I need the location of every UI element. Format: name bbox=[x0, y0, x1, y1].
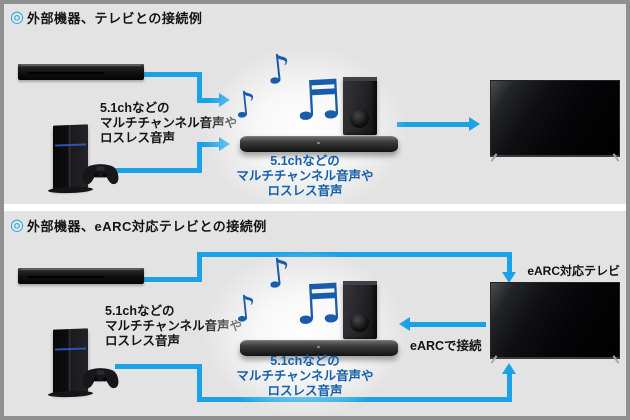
soundbar-audio-line: ロスレス音声 bbox=[267, 384, 343, 398]
arrow-soundbar-to-tv-line bbox=[397, 122, 469, 127]
soundbar bbox=[240, 340, 398, 356]
arrow-ps4-to-tv-line bbox=[197, 364, 202, 402]
arrow-bluray-to-tv-line bbox=[197, 252, 512, 257]
subwoofer bbox=[343, 77, 377, 135]
soundbar-audio-line: マルチチャンネル音声や bbox=[236, 369, 374, 383]
tv bbox=[490, 80, 620, 157]
arrowhead-right-icon bbox=[469, 117, 480, 131]
soundbar-audio-line: 5.1chなどの bbox=[270, 154, 340, 168]
arrowhead-down-icon bbox=[502, 272, 516, 283]
arrow-bluray-to-tv-line bbox=[507, 252, 512, 274]
subwoofer bbox=[343, 281, 377, 339]
arrow-ps4-to-soundbar-line bbox=[115, 168, 202, 173]
arrowhead-up-icon bbox=[502, 363, 516, 374]
source-audio-line: 5.1chなどの bbox=[100, 101, 170, 115]
bluray-player bbox=[18, 268, 144, 284]
section2-heading: ◎ 外部機器、eARC対応テレビとの接続例 bbox=[10, 216, 267, 235]
section1-heading: ◎ 外部機器、テレビとの接続例 bbox=[10, 8, 202, 27]
arrow-tv-to-soundbar-earc-line bbox=[410, 322, 486, 327]
section2-heading-text: 外部機器、eARC対応テレビとの接続例 bbox=[26, 219, 267, 234]
section1-heading-text: 外部機器、テレビとの接続例 bbox=[26, 11, 203, 26]
music-note-icon: ♪ bbox=[263, 249, 294, 299]
soundbar-audio-label: 5.1chなどの マルチチャンネル音声や ロスレス音声 bbox=[216, 354, 394, 399]
music-note-beamed-icon: ♬ bbox=[292, 271, 345, 338]
soundbar-audio-line: 5.1chなどの bbox=[270, 354, 340, 368]
bluray-player bbox=[18, 64, 144, 80]
source-audio-line: 5.1chなどの bbox=[105, 304, 175, 318]
arrow-bluray-to-tv-line bbox=[197, 252, 202, 282]
source-audio-line: ロスレス音声 bbox=[100, 131, 176, 145]
earc-tv bbox=[490, 282, 620, 359]
soundbar-audio-line: ロスレス音声 bbox=[267, 184, 343, 198]
music-note-icon: ♪ bbox=[263, 45, 294, 95]
arrow-ps4-to-tv-line bbox=[507, 374, 512, 402]
music-note-icon: ♪ bbox=[231, 83, 260, 128]
arrow-bluray-to-tv-line bbox=[144, 277, 202, 282]
section-bullet-icon: ◎ bbox=[10, 8, 24, 26]
section-bullet-icon: ◎ bbox=[10, 216, 24, 234]
game-controller-icon bbox=[80, 365, 121, 391]
earc-tv-label: eARC対応テレビ bbox=[527, 264, 620, 278]
game-controller-icon bbox=[80, 161, 121, 187]
arrow-bluray-to-soundbar-line bbox=[144, 72, 202, 77]
arrow-bluray-to-soundbar-line bbox=[197, 72, 202, 103]
soundbar bbox=[240, 136, 398, 152]
earc-connection-label: eARCで接続 bbox=[410, 339, 482, 353]
music-note-beamed-icon: ♬ bbox=[292, 67, 345, 134]
music-note-icon: ♪ bbox=[231, 287, 260, 332]
soundbar-audio-label: 5.1chなどの マルチチャンネル音声や ロスレス音声 bbox=[216, 154, 394, 199]
section-divider bbox=[4, 204, 626, 211]
arrow-ps4-to-soundbar-line bbox=[197, 142, 202, 173]
source-audio-line: ロスレス音声 bbox=[105, 334, 181, 348]
arrow-ps4-to-tv-line bbox=[115, 364, 202, 369]
soundbar-audio-line: マルチチャンネル音声や bbox=[236, 169, 374, 183]
